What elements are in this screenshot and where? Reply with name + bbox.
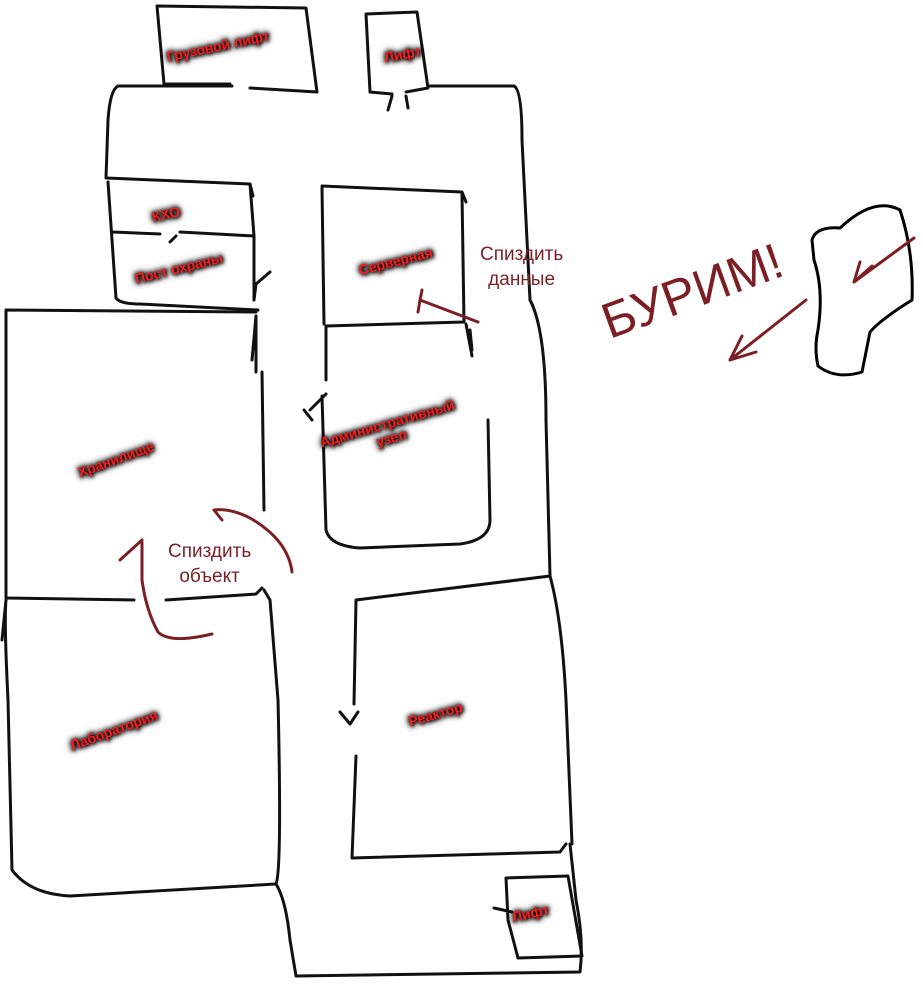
upper-block-outline [104,84,532,302]
storage-outline [4,308,266,602]
data-steal-arrow [416,288,480,324]
note-steal-object: Спиздить объект [168,540,251,589]
note-steal-data-line-1: Спиздить [480,244,564,265]
drill-arrow-upper [852,236,916,284]
laboratory-outline [0,588,282,898]
note-steal-object-line-2: объект [179,565,240,587]
kho-guard-outline [106,180,260,312]
right-outer-wall [528,298,574,846]
note-steal-data-line-2: данные [488,268,556,290]
drill-shape [810,204,914,377]
lower-corridor-outline [274,842,583,978]
note-steal-object-line-1: Спиздить [168,541,252,562]
reactor-outline [350,574,568,860]
server-room-outline [320,186,474,358]
top-lift-door [386,94,410,112]
admin-door-marks [302,392,328,422]
bottom-lift-outline [492,874,584,960]
drill-arrow-lower [728,298,808,362]
reactor-door-marks [338,710,360,726]
object-steal-arrow-right [212,508,294,574]
note-steal-data: Спиздить данные [480,243,563,292]
object-steal-arrow-left [118,538,214,640]
top-lift-outline [364,10,430,96]
admin-node-outline [320,324,492,550]
cargo-lift-outline [155,4,319,94]
